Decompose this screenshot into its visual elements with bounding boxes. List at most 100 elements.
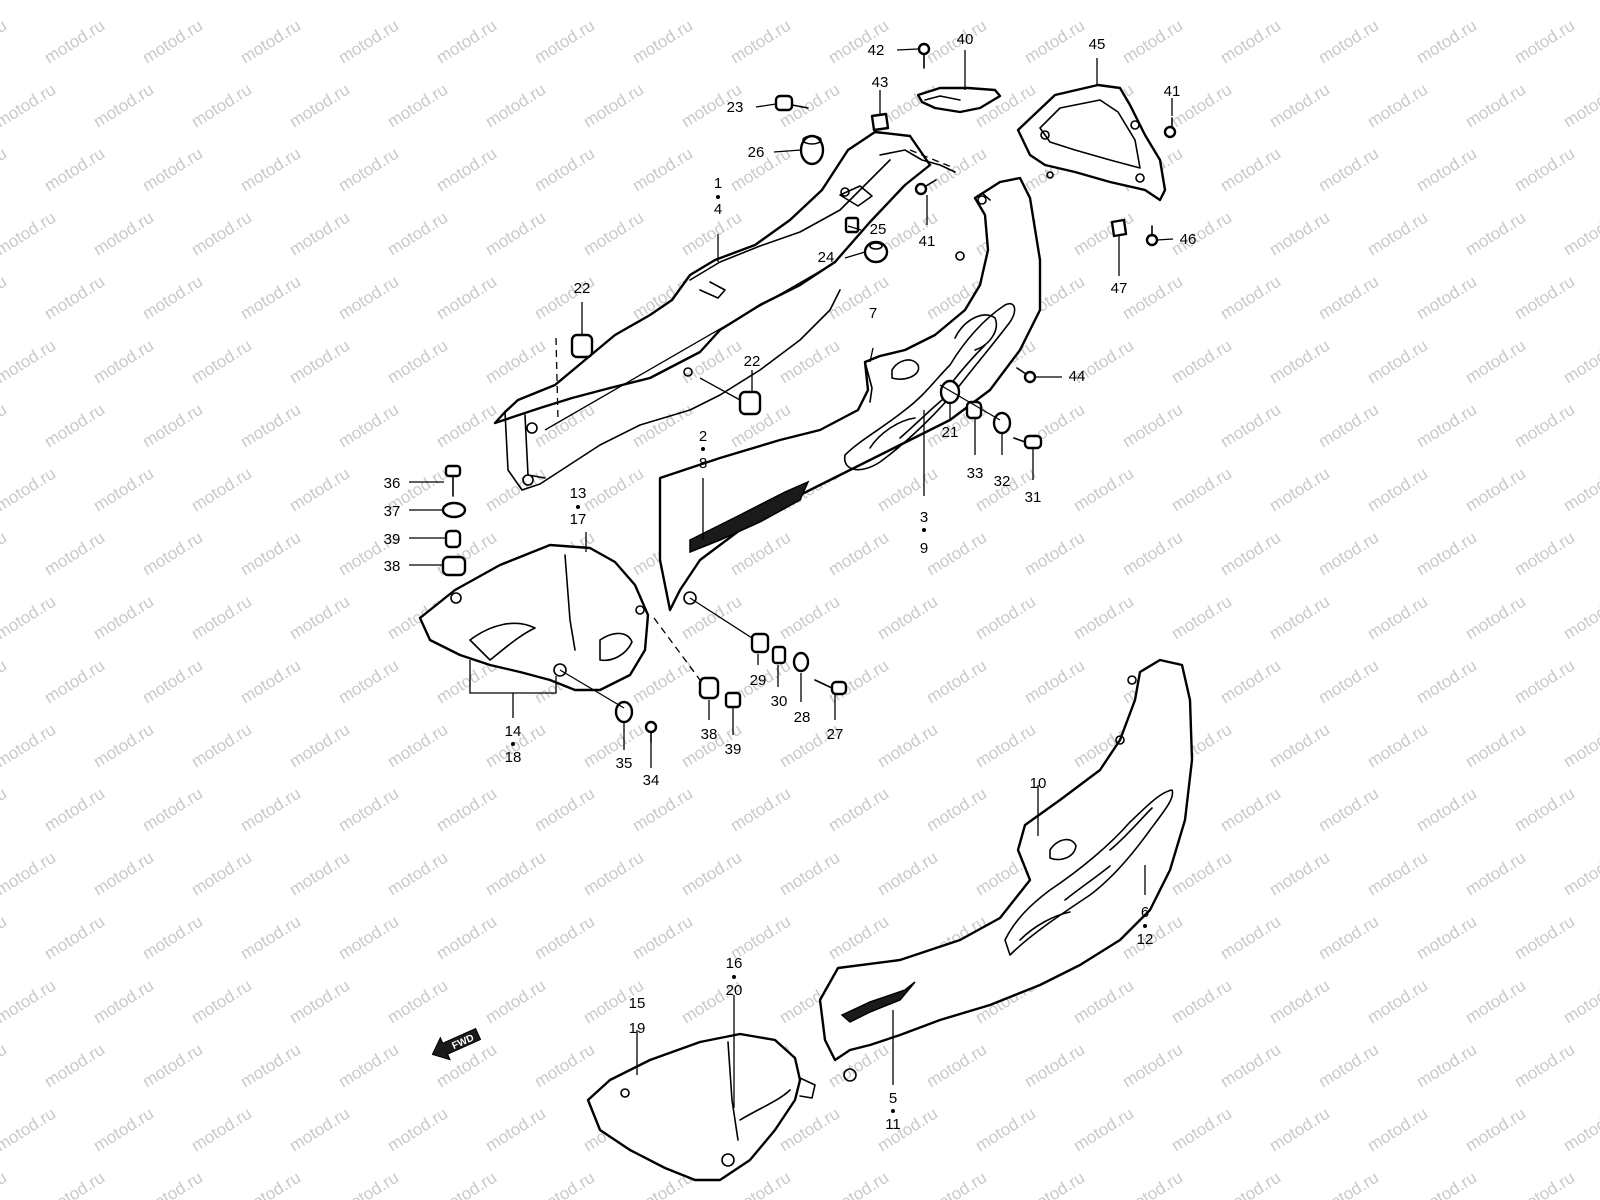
callout-19: 19 xyxy=(629,1020,646,1037)
watermark-text: motod.ru xyxy=(1315,272,1382,324)
watermark-text: motod.ru xyxy=(531,912,598,964)
watermark-text: motod.ru xyxy=(1511,1168,1578,1200)
watermark-text: motod.ru xyxy=(776,336,843,388)
watermark-text: motod.ru xyxy=(237,1168,304,1200)
watermark-text: motod.ru xyxy=(1413,528,1480,580)
watermark-text: motod.ru xyxy=(286,1104,353,1156)
watermark-text: motod.ru xyxy=(825,784,892,836)
watermark-text: motod.ru xyxy=(384,336,451,388)
watermark-text: motod.ru xyxy=(1315,1168,1382,1200)
watermark-text: motod.ru xyxy=(1364,208,1431,260)
watermark-text: motod.ru xyxy=(972,592,1039,644)
grommet-38b xyxy=(698,676,720,700)
callout-4: 4 xyxy=(714,201,722,218)
watermark-text: motod.ru xyxy=(1266,464,1333,516)
callout-31: 31 xyxy=(1025,489,1042,506)
callout-7: 7 xyxy=(869,305,877,322)
watermark-text: motod.ru xyxy=(923,144,990,196)
watermark-text: motod.ru xyxy=(188,848,255,900)
callout-3: 3 xyxy=(920,509,928,526)
watermark-text: motod.ru xyxy=(531,1168,598,1200)
watermark-text: motod.ru xyxy=(188,80,255,132)
watermark-text: motod.ru xyxy=(1168,0,1235,3)
watermark-text: motod.ru xyxy=(1511,528,1578,580)
watermark-text: motod.ru xyxy=(1070,1104,1137,1156)
watermark-text: motod.ru xyxy=(1168,208,1235,260)
callout-labels: 1 4 23 26 25 24 22 22 7 42 40 43 45 41 4… xyxy=(384,31,1197,1133)
callout-20: 20 xyxy=(726,982,743,999)
watermark-text: motod.ru xyxy=(41,400,108,452)
watermark-text: motod.ru xyxy=(972,1104,1039,1156)
callout-17: 17 xyxy=(570,511,587,528)
watermark-text: motod.ru xyxy=(188,0,255,3)
watermark-text: motod.ru xyxy=(41,1040,108,1092)
watermark-text: motod.ru xyxy=(1511,784,1578,836)
watermark-text: motod.ru xyxy=(384,976,451,1028)
watermark-text: motod.ru xyxy=(1315,144,1382,196)
watermark-text: motod.ru xyxy=(90,848,157,900)
watermark-text: motod.ru xyxy=(1511,144,1578,196)
watermark-text: motod.ru xyxy=(825,1168,892,1200)
watermark-text: motod.ru xyxy=(90,336,157,388)
callout-14: 14 xyxy=(505,723,522,740)
watermark-text: motod.ru xyxy=(188,976,255,1028)
watermark-text: motod.ru xyxy=(1413,16,1480,68)
watermark-text: motod.ru xyxy=(1217,16,1284,68)
watermark-text: motod.ru xyxy=(1217,1040,1284,1092)
spacer-39b xyxy=(724,691,742,709)
watermark-text: motod.ru xyxy=(923,1168,990,1200)
watermark-text: motod.ru xyxy=(1462,336,1529,388)
watermark-text: motod.ru xyxy=(923,528,990,580)
watermark-text: motod.ru xyxy=(1364,976,1431,1028)
watermark-text: motod.ru xyxy=(629,656,696,708)
watermark-text: motod.ru xyxy=(433,400,500,452)
watermark-text: motod.ru xyxy=(1560,592,1600,644)
watermark-text: motod.ru xyxy=(1364,336,1431,388)
watermark-text: motod.ru xyxy=(188,464,255,516)
watermark-text: motod.ru xyxy=(923,656,990,708)
watermark-text: motod.ru xyxy=(1021,656,1088,708)
watermark-text: motod.ru xyxy=(923,1040,990,1092)
watermark-text: motod.ru xyxy=(776,0,843,3)
watermark-text: motod.ru xyxy=(0,1104,59,1156)
callout-22a: 22 xyxy=(574,280,591,297)
watermark-text: motod.ru xyxy=(776,592,843,644)
callout-1: 1 xyxy=(714,175,722,192)
watermark-text: motod.ru xyxy=(629,912,696,964)
callout-24: 24 xyxy=(818,249,835,266)
watermark-text: motod.ru xyxy=(874,0,941,3)
watermark-text: motod.ru xyxy=(1511,400,1578,452)
callout-27: 27 xyxy=(827,726,844,743)
watermark-text: motod.ru xyxy=(1168,592,1235,644)
watermark-text: motod.ru xyxy=(531,1040,598,1092)
watermark-text: motod.ru xyxy=(1217,144,1284,196)
watermark-text: motod.ru xyxy=(825,272,892,324)
frame-cover-upper xyxy=(658,176,1042,612)
watermark-text: motod.ru xyxy=(0,528,10,580)
watermark-text: motod.ru xyxy=(90,720,157,772)
watermark-text: motod.ru xyxy=(874,464,941,516)
watermark-text: motod.ru xyxy=(1021,1168,1088,1200)
watermark-text: motod.ru xyxy=(874,592,941,644)
watermark-text: motod.ru xyxy=(972,0,1039,3)
watermark-text: motod.ru xyxy=(1119,1168,1186,1200)
watermark-text: motod.ru xyxy=(1217,784,1284,836)
watermark-text: motod.ru xyxy=(90,0,157,3)
watermark-text: motod.ru xyxy=(531,784,598,836)
watermark-text: motod.ru xyxy=(1364,80,1431,132)
hardware-parts xyxy=(441,42,1177,743)
spacer-30 xyxy=(771,645,787,665)
watermark-text: motod.ru xyxy=(580,848,647,900)
watermark-text: motod.ru xyxy=(286,0,353,3)
callout-11: 11 xyxy=(885,1116,901,1133)
watermark-text: motod.ru xyxy=(41,1168,108,1200)
clip-25 xyxy=(844,216,860,234)
watermark-text: motod.ru xyxy=(384,848,451,900)
screw-46 xyxy=(1145,225,1159,247)
watermark-text: motod.ru xyxy=(1168,1104,1235,1156)
watermark-text: motod.ru xyxy=(1266,720,1333,772)
clip-43 xyxy=(870,112,890,132)
watermark-text: motod.ru xyxy=(1070,464,1137,516)
